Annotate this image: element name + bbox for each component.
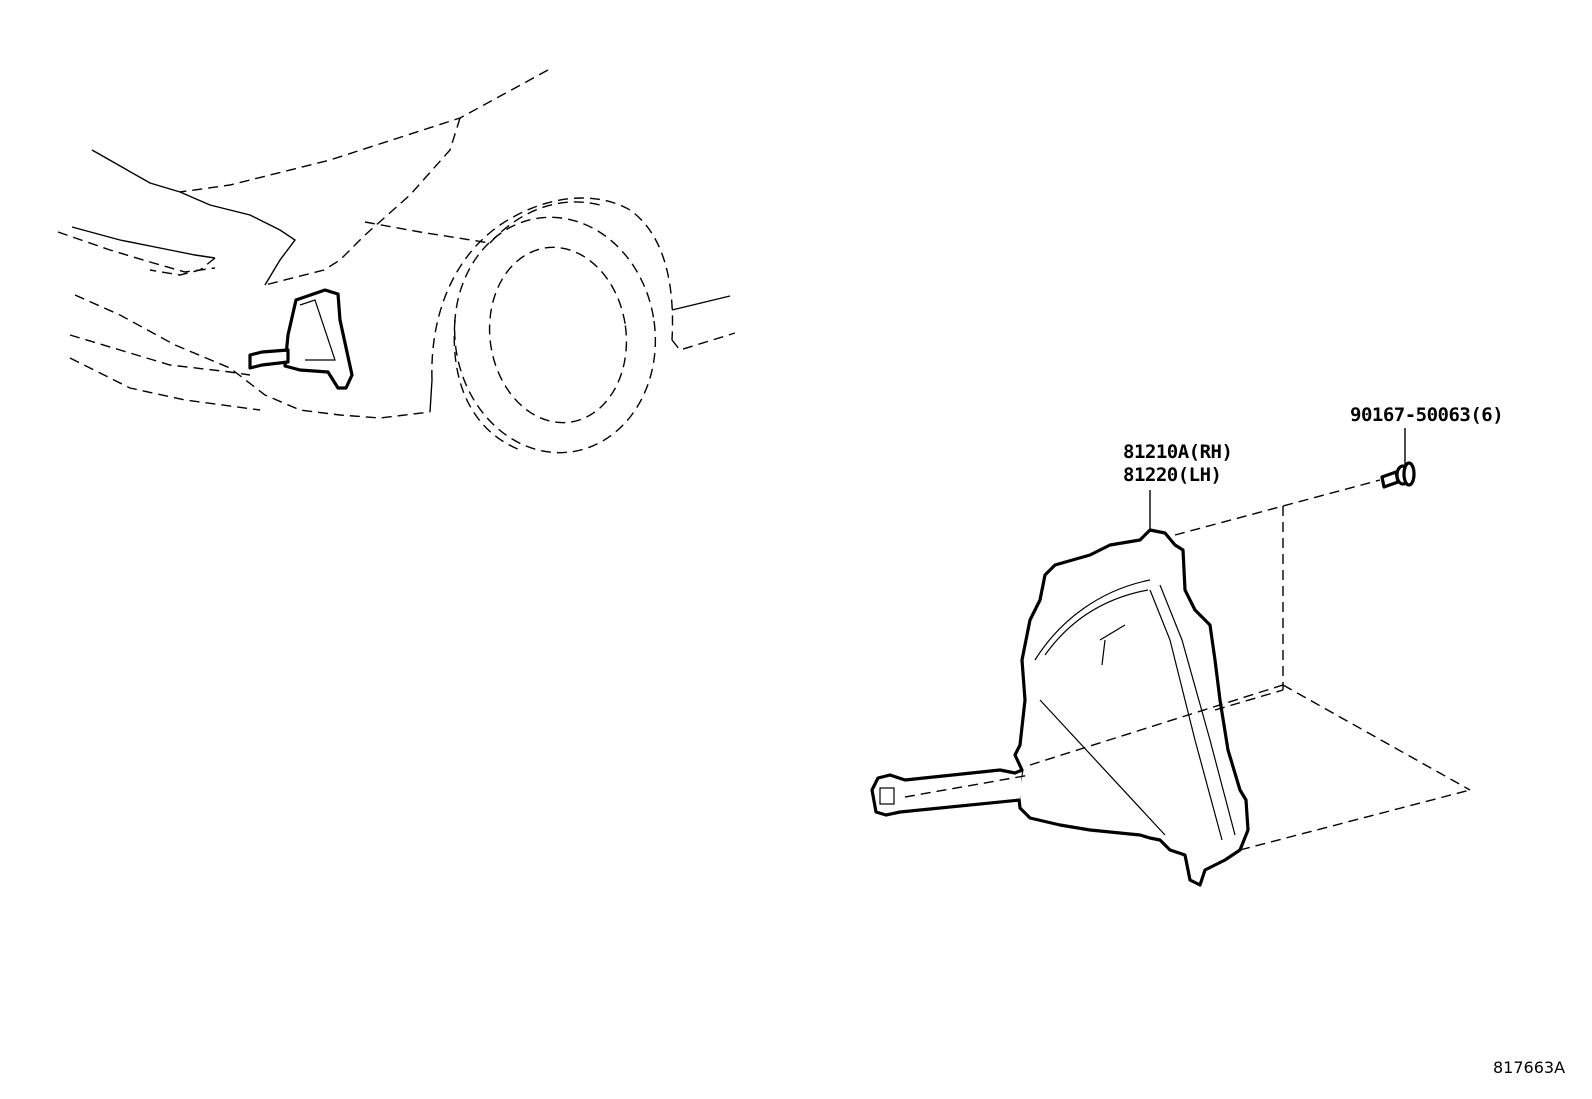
screw-part-number-label: 90167-50063(6) bbox=[1350, 404, 1504, 426]
screw-drawing bbox=[1380, 428, 1416, 489]
vehicle-overview bbox=[57, 69, 736, 454]
fog-lamp-rh-part-number-label: 81210A(RH) bbox=[1123, 441, 1233, 463]
diagram-reference-code: 817663A bbox=[1493, 1058, 1566, 1077]
fog-lamp-lh-part-number-label: 81220(LH) bbox=[1123, 464, 1222, 486]
fog-lamp-assembly-drawing bbox=[870, 479, 1471, 887]
